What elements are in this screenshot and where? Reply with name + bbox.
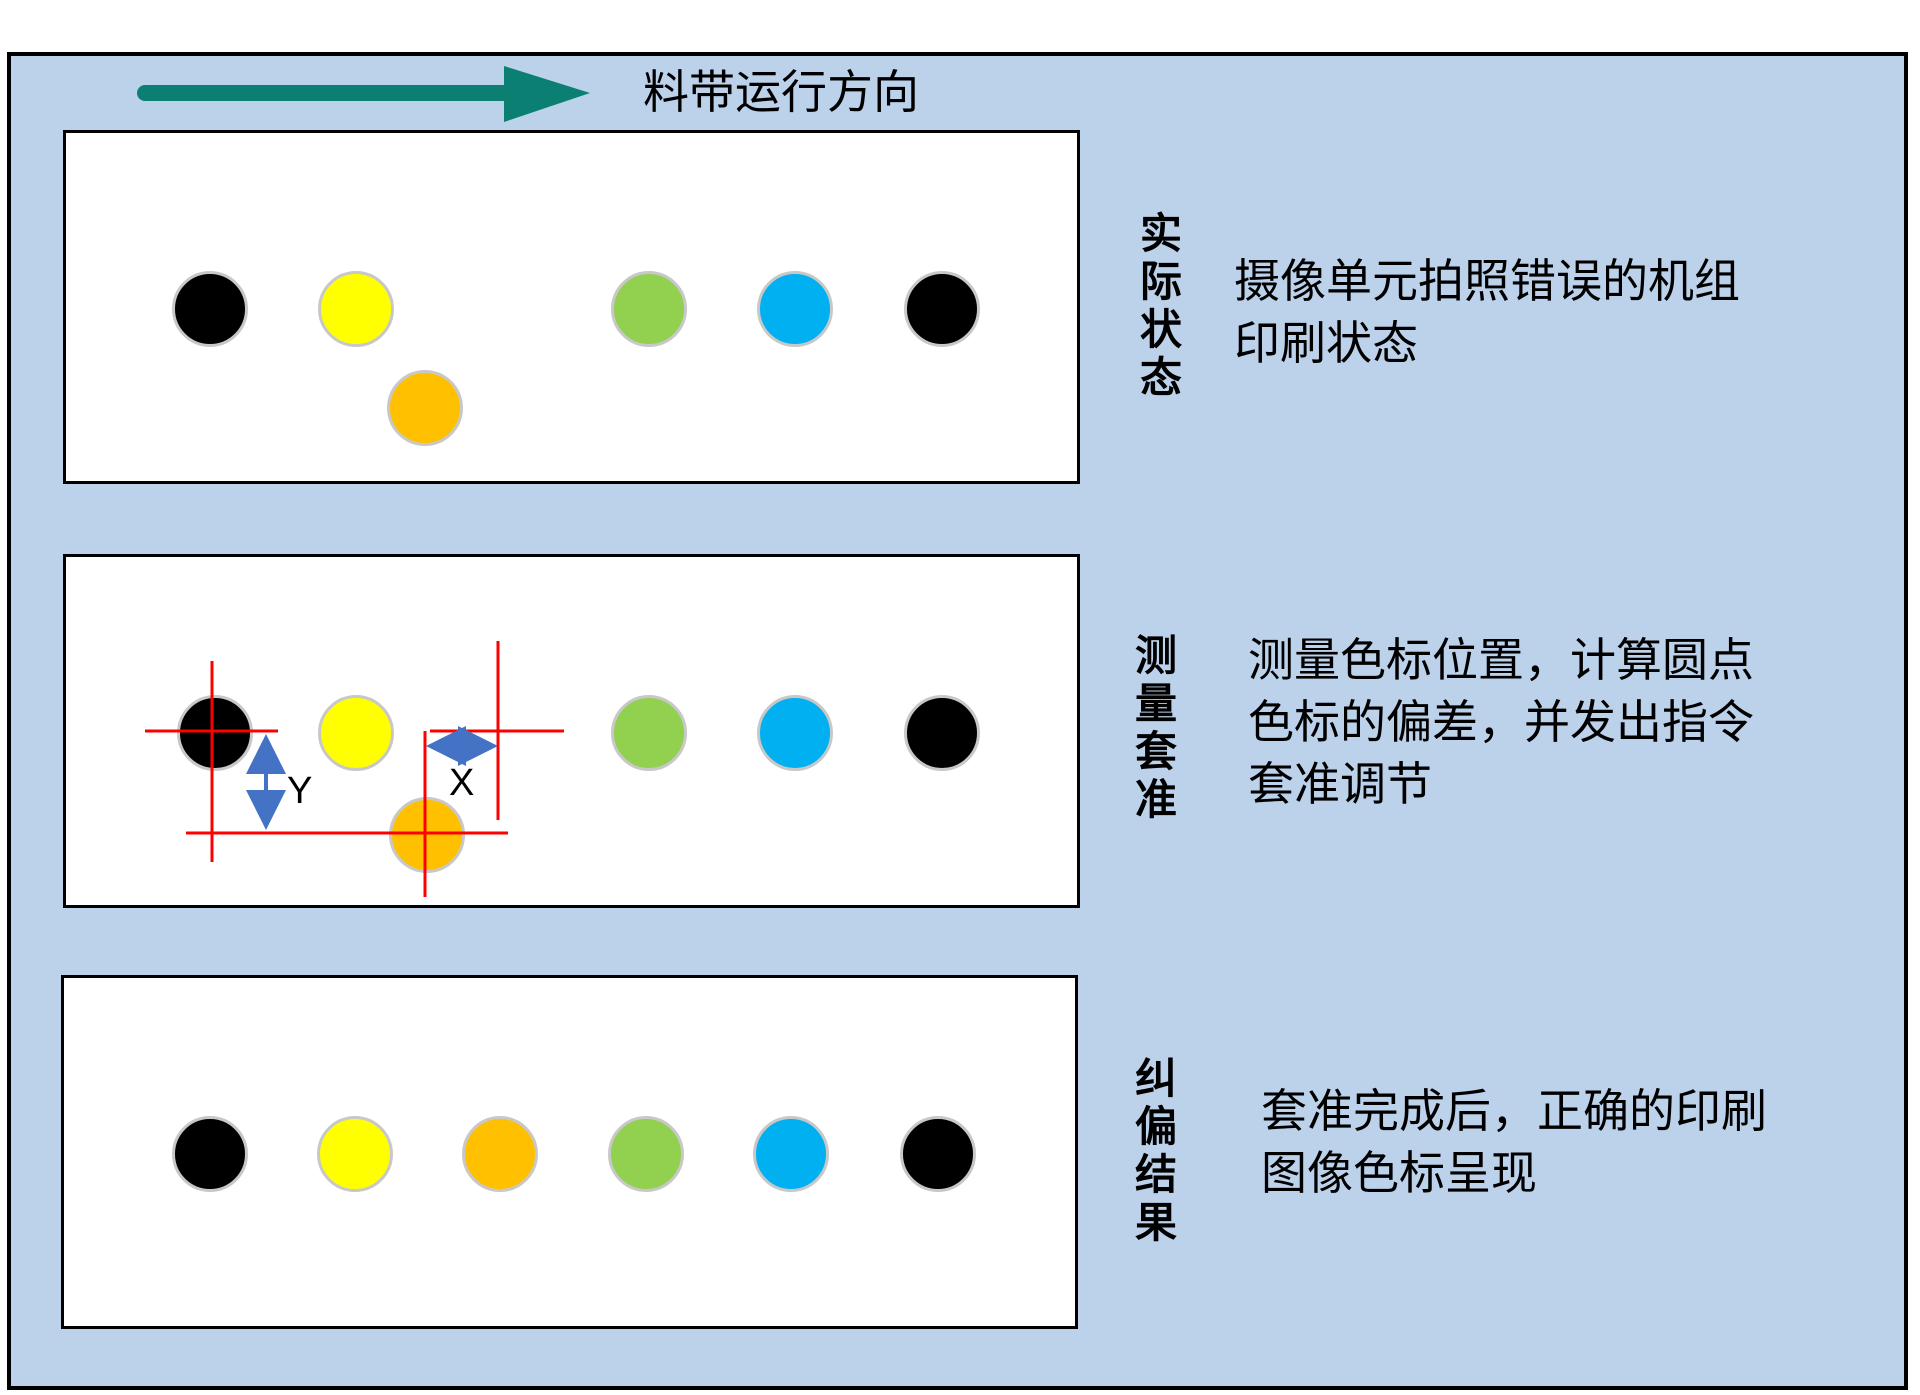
panel-correction-result bbox=[61, 975, 1078, 1329]
mark-orange bbox=[462, 1116, 538, 1192]
mark-yellow bbox=[318, 271, 394, 347]
section-title-actual-state: 实 际 状 态 bbox=[1139, 209, 1182, 402]
mark-yellow bbox=[317, 1116, 393, 1192]
mark-black-left bbox=[172, 1116, 248, 1192]
mark-black-right bbox=[900, 1116, 976, 1192]
mark-blue bbox=[757, 271, 833, 347]
mark-black-left bbox=[177, 695, 253, 771]
section-title-correction-result: 纠 偏 结 果 bbox=[1134, 1054, 1177, 1247]
mark-green bbox=[611, 695, 687, 771]
panel-measure-registration bbox=[63, 554, 1080, 908]
mark-black-right bbox=[904, 271, 980, 347]
section-description-actual-state: 摄像单元拍照错误的机组 印刷状态 bbox=[1234, 254, 1740, 370]
section-title-measure-registration: 测 量 套 准 bbox=[1134, 631, 1177, 824]
section-description-measure-registration: 测量色标位置，计算圆点 色标的偏差，并发出指令 套准调节 bbox=[1248, 633, 1754, 811]
section-description-correction-result: 套准完成后，正确的印刷 图像色标呈现 bbox=[1261, 1084, 1767, 1200]
mark-green bbox=[608, 1116, 684, 1192]
direction-label: 料带运行方向 bbox=[643, 65, 919, 119]
mark-orange-offset bbox=[387, 370, 463, 446]
mark-blue bbox=[757, 695, 833, 771]
panel-actual-state bbox=[63, 130, 1080, 484]
mark-blue bbox=[753, 1116, 829, 1192]
mark-black-left bbox=[172, 271, 248, 347]
mark-orange-offset bbox=[389, 797, 465, 873]
mark-black-right bbox=[904, 695, 980, 771]
mark-yellow bbox=[318, 695, 394, 771]
mark-green bbox=[611, 271, 687, 347]
